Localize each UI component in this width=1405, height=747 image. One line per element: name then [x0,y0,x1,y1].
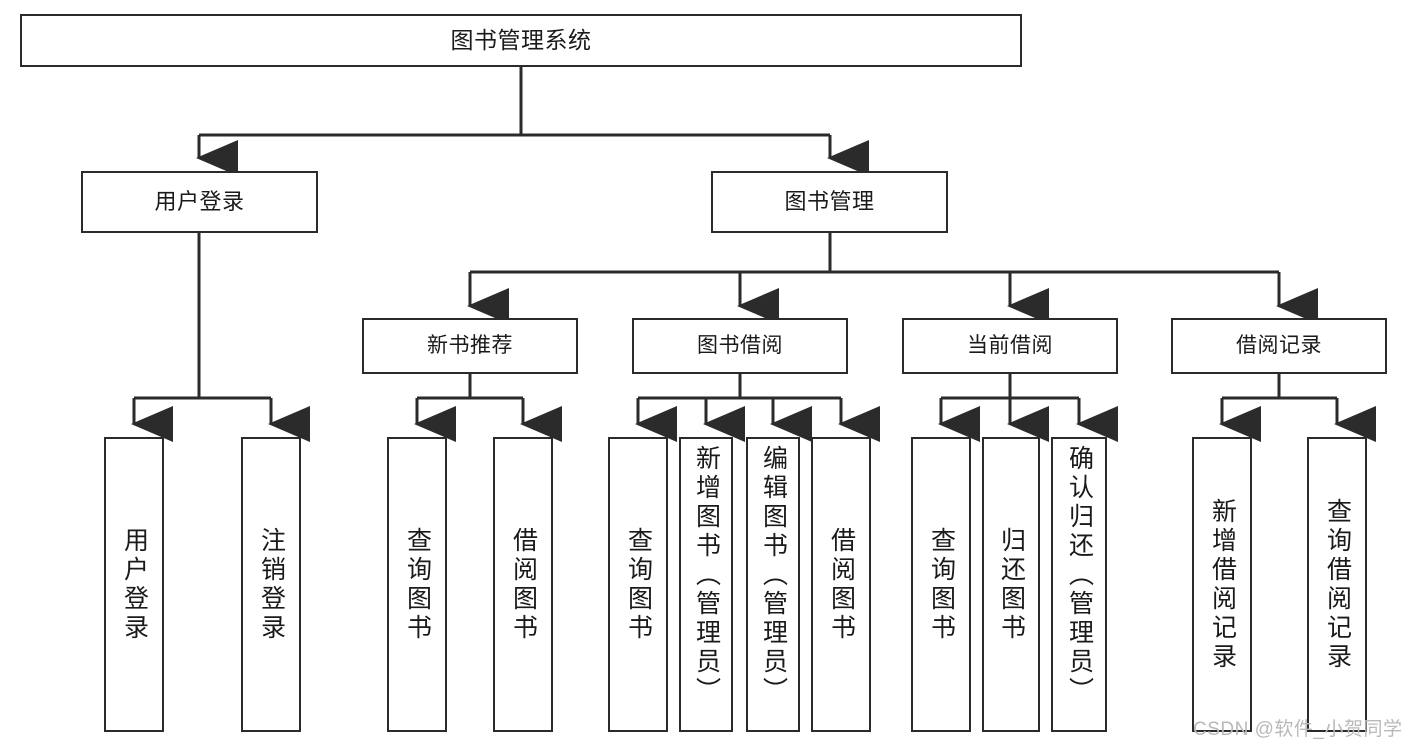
leaf-borrow-record-add[interactable]: 新增借阅记录 [1192,437,1252,732]
leaf-book-borrow-edit[interactable]: 编辑图书（管理员） [746,437,800,732]
leaf-user-login-login[interactable]: 用户登录 [104,437,164,732]
node-label: 归还图书 [997,526,1026,643]
node-label: 新增借阅记录 [1208,497,1237,672]
node-current-borrow[interactable]: 当前借阅 [902,318,1118,374]
node-label: 注销登录 [257,526,286,643]
node-label: 借阅图书 [509,526,538,643]
leaf-book-borrow-add[interactable]: 新增图书（管理员） [679,437,733,732]
node-label: 当前借阅 [967,333,1053,357]
leaf-current-borrow-confirm[interactable]: 确认归还（管理员） [1051,437,1107,732]
node-root-system[interactable]: 图书管理系统 [20,14,1022,67]
leaf-new-book-borrow[interactable]: 借阅图书 [493,437,553,732]
leaf-new-book-query[interactable]: 查询图书 [387,437,447,732]
node-label: 查询图书 [403,526,432,643]
node-label: 新书推荐 [427,333,513,357]
leaf-user-login-logout[interactable]: 注销登录 [241,437,301,732]
node-label: 确认归还（管理员） [1065,445,1094,706]
leaf-current-borrow-query[interactable]: 查询图书 [911,437,971,732]
node-user-login[interactable]: 用户登录 [81,171,318,233]
node-label: 借阅记录 [1236,333,1322,357]
node-borrow-record[interactable]: 借阅记录 [1171,318,1387,374]
leaf-current-borrow-return[interactable]: 归还图书 [982,437,1040,732]
node-label: 查询借阅记录 [1323,497,1352,672]
node-label: 查询图书 [927,526,956,643]
node-book-borrow[interactable]: 图书借阅 [632,318,848,374]
node-label: 用户登录 [120,526,149,643]
leaf-borrow-record-query[interactable]: 查询借阅记录 [1307,437,1367,732]
node-label: 查询图书 [624,526,653,643]
node-book-management[interactable]: 图书管理 [711,171,948,233]
node-label: 图书借阅 [697,333,783,357]
node-label: 借阅图书 [827,526,856,643]
leaf-book-borrow-query[interactable]: 查询图书 [608,437,668,732]
node-label: 新增图书（管理员） [692,445,721,706]
node-label: 用户登录 [154,189,245,215]
node-label: 编辑图书（管理员） [759,445,788,706]
node-label: 图书管理系统 [450,27,592,54]
node-label: 图书管理 [784,189,875,215]
node-new-book-recommend[interactable]: 新书推荐 [362,318,578,374]
leaf-book-borrow-borrow[interactable]: 借阅图书 [811,437,871,732]
csdn-watermark: CSDN @软件_小贺同学 [1193,719,1403,740]
